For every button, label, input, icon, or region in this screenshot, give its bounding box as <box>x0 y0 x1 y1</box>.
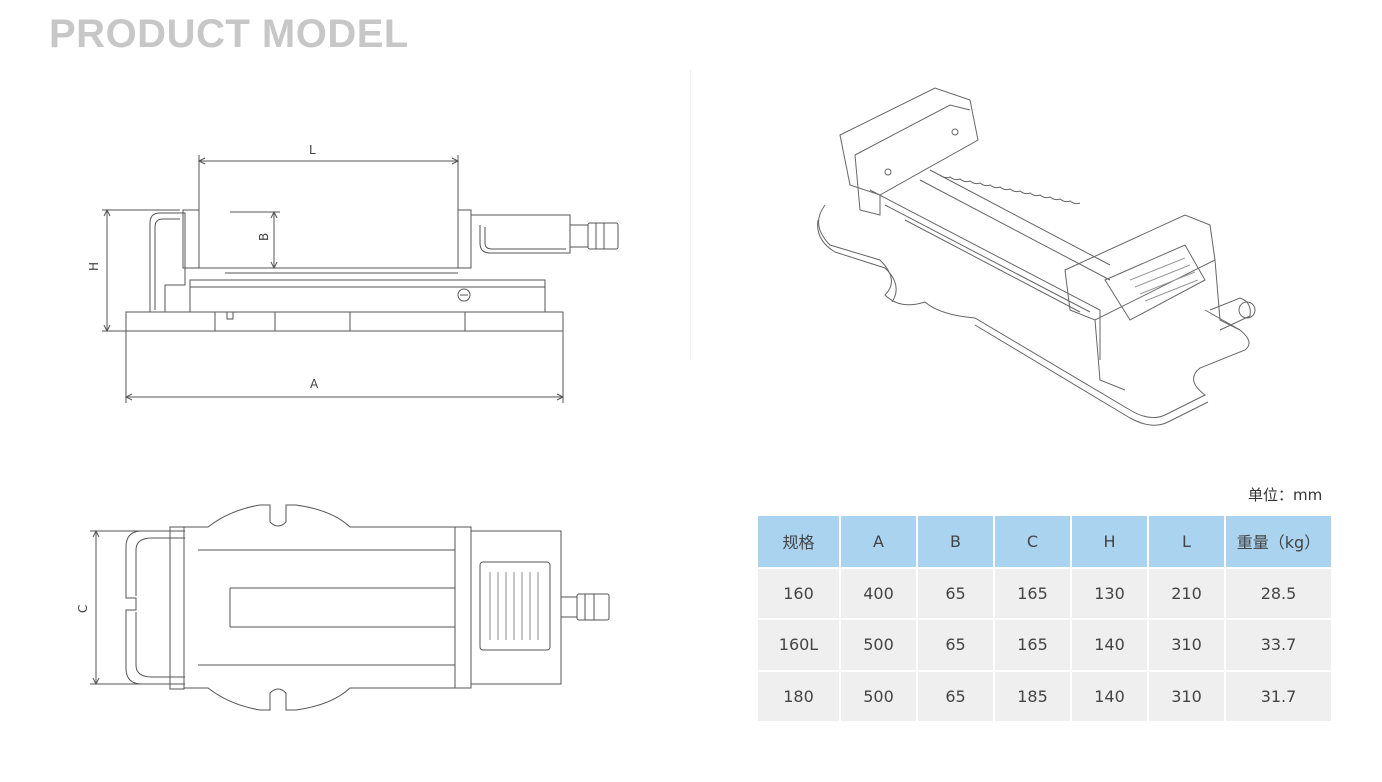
table-row: 160 400 65 165 130 210 28.5 <box>758 567 1331 620</box>
table-cell: 185 <box>994 670 1072 723</box>
table-cell: 500 <box>840 619 918 672</box>
dim-label-b: B <box>257 233 271 241</box>
front-view-drawing: L B H A <box>87 143 619 403</box>
table-cell: 400 <box>840 567 918 620</box>
table-cell: 65 <box>917 670 995 723</box>
table-cell: 28.5 <box>1225 567 1331 620</box>
header-cell: H <box>1071 516 1149 569</box>
header-cell: L <box>1148 516 1226 569</box>
header-cell: C <box>994 516 1072 569</box>
dim-label-a: A <box>310 377 319 391</box>
table-cell: 165 <box>994 567 1072 620</box>
spec-table: 规格 A B C H L 重量（kg） 160 400 65 165 130 2… <box>758 516 1331 723</box>
table-row: 180 500 65 185 140 310 31.7 <box>758 670 1331 723</box>
dim-label-c: C <box>76 605 90 613</box>
table-cell: 160 <box>758 567 841 620</box>
table-cell: 140 <box>1071 670 1149 723</box>
header-cell: A <box>840 516 918 569</box>
header-cell: B <box>917 516 995 569</box>
unit-label: 单位：mm <box>1248 486 1323 504</box>
table-header-row: 规格 A B C H L 重量（kg） <box>758 516 1331 569</box>
table-cell: 160L <box>758 619 841 672</box>
table-cell: 500 <box>840 670 918 723</box>
table-cell: 210 <box>1148 567 1226 620</box>
table-cell: 310 <box>1148 670 1226 723</box>
table-cell: 310 <box>1148 619 1226 672</box>
table-cell: 130 <box>1071 567 1149 620</box>
table-cell: 31.7 <box>1225 670 1331 723</box>
table-cell: 33.7 <box>1225 619 1331 672</box>
isometric-vise-drawing <box>817 87 1256 426</box>
dim-label-h: H <box>87 262 101 271</box>
table-row: 160L 500 65 165 140 310 33.7 <box>758 619 1331 672</box>
table-cell: 140 <box>1071 619 1149 672</box>
dim-label-l: L <box>309 143 316 157</box>
header-cell: 重量（kg） <box>1225 516 1331 569</box>
page-title: PRODUCT MODEL <box>49 12 409 56</box>
table-cell: 165 <box>994 619 1072 672</box>
table-cell: 65 <box>917 619 995 672</box>
top-view-drawing: C <box>76 504 610 711</box>
header-cell: 规格 <box>758 516 841 569</box>
table-cell: 65 <box>917 567 995 620</box>
column-divider <box>690 70 691 360</box>
table-cell: 180 <box>758 670 841 723</box>
